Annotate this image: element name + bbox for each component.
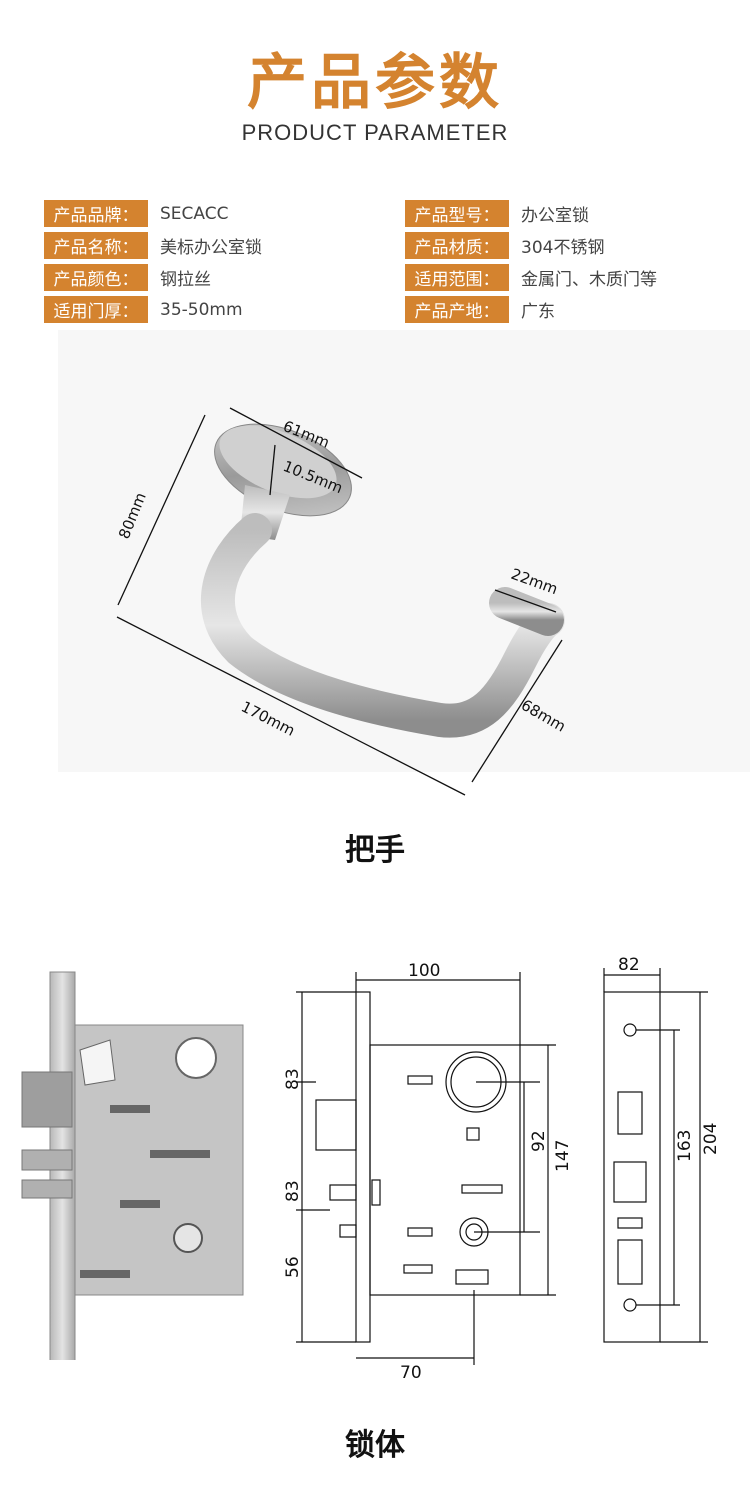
lockbody-caption: 锁体 — [345, 1428, 405, 1463]
dim-bottom: 56 — [283, 1256, 303, 1278]
dim-92: 92 — [529, 1130, 549, 1152]
param-label: 产品品牌： — [44, 200, 148, 227]
params-right: 产品型号： 办公室锁 产品材质： 304不锈钢 适用范围： 金属门、木质门等 产品产地… — [405, 200, 735, 328]
param-value: 钢拉丝 — [160, 270, 211, 290]
param-label: 适用范围： — [405, 264, 509, 291]
param-row: 适用范围： 金属门、木质门等 — [405, 264, 735, 291]
dim-147: 147 — [553, 1140, 573, 1172]
dim-height: 80mm — [115, 490, 150, 542]
lock-body-photo — [21, 971, 244, 1360]
param-row: 产品名称： 美标办公室锁 — [44, 232, 374, 259]
param-label: 产品型号： — [405, 200, 509, 227]
param-value: 金属门、木质门等 — [521, 270, 657, 290]
param-row: 产品品牌： SECACC — [44, 200, 374, 227]
lock-body-drawing: 100 83 83 56 92 147 70 82 163 204 — [283, 955, 721, 1383]
param-row: 产品颜色： 钢拉丝 — [44, 264, 374, 291]
param-value: 35-50mm — [160, 299, 243, 320]
handle-caption: 把手 — [345, 833, 405, 868]
dim-plate-width: 82 — [618, 955, 640, 975]
dim-projection: 68mm — [518, 696, 569, 736]
param-value: 304不锈钢 — [521, 238, 605, 258]
dim-length: 170mm — [238, 698, 298, 740]
params-left: 产品品牌： SECACC 产品名称： 美标办公室锁 产品颜色： 钢拉丝 适用门厚： 35… — [44, 200, 374, 328]
param-label: 产品产地： — [405, 296, 509, 323]
dim-mid: 83 — [283, 1180, 303, 1202]
param-value: 美标办公室锁 — [160, 238, 262, 258]
dim-204: 204 — [701, 1123, 721, 1155]
param-label: 适用门厚： — [44, 296, 148, 323]
handle-lever — [200, 513, 565, 738]
lever-handle-illustration: 61mm 10.5mm 80mm 22mm 170mm 68mm — [115, 407, 569, 796]
param-value: 办公室锁 — [521, 206, 589, 226]
dim-width: 100 — [408, 961, 440, 981]
param-label: 产品名称： — [44, 232, 148, 259]
page-title: 产品参数 — [247, 48, 503, 118]
param-row: 产品材质： 304不锈钢 — [405, 232, 735, 259]
page-subtitle: PRODUCT PARAMETER — [241, 120, 509, 145]
param-row: 适用门厚： 35-50mm — [44, 296, 374, 323]
param-value: 广东 — [521, 302, 555, 322]
param-value: SECACC — [160, 203, 229, 224]
param-row: 产品型号： 办公室锁 — [405, 200, 735, 227]
param-label: 产品颜色： — [44, 264, 148, 291]
param-row: 产品产地： 广东 — [405, 296, 735, 323]
param-label: 产品材质： — [405, 232, 509, 259]
dim-163: 163 — [675, 1130, 695, 1162]
dim-top: 83 — [283, 1068, 303, 1090]
dim-backset: 70 — [400, 1363, 422, 1383]
